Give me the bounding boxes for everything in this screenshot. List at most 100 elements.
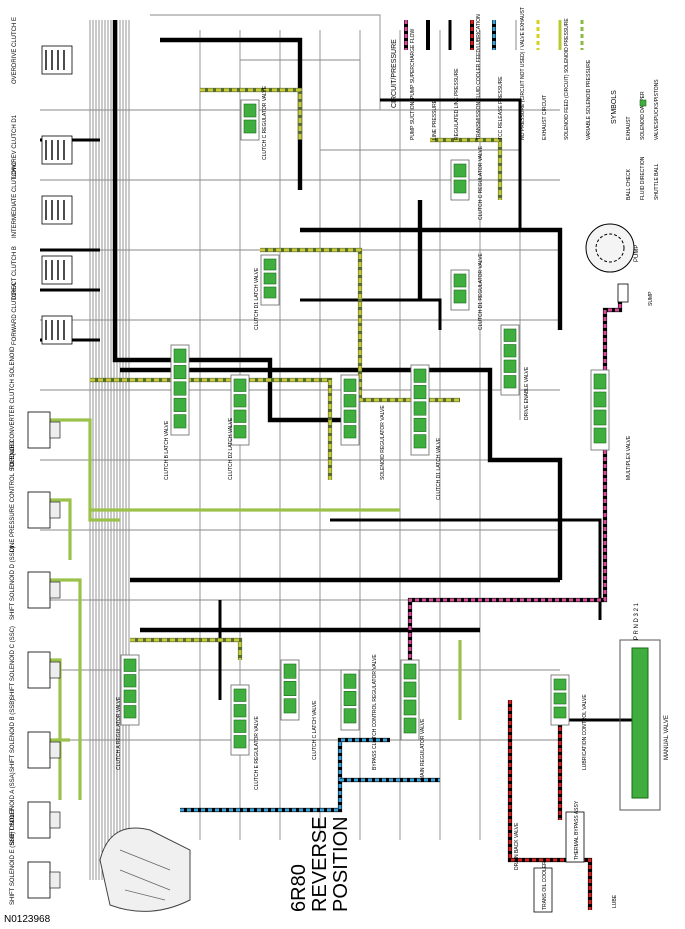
- clutch-box: [41, 45, 73, 75]
- valve-spool: [593, 373, 607, 390]
- valve-spool: [263, 272, 277, 285]
- cooler-label: TRANS OIL COOLER: [542, 861, 548, 910]
- circuit-line: [200, 88, 302, 140]
- drain-label: DRAIN BACK VALVE: [514, 822, 520, 870]
- solenoid-line-pressure: LINE PRESSURE CONTROL SOLENOID: [10, 440, 16, 552]
- valve-spool: [403, 663, 417, 680]
- valve-label: BYPASS CLUTCH CONTROL REGULATOR VALVE: [372, 654, 378, 770]
- circuit-line: [130, 638, 242, 660]
- valve-label: CLUTCH B LATCH VALVE: [164, 420, 170, 480]
- solenoid-ssa: SHIFT SOLENOID A (SSA): [10, 772, 16, 845]
- manual-positions: P R N D 3 2 1: [634, 602, 640, 640]
- valve-spool: [243, 103, 257, 118]
- valve-spool: [343, 673, 357, 689]
- valve-spool: [503, 344, 517, 358]
- symbol-label: EXHAUST: [626, 116, 632, 140]
- valve-spool: [233, 735, 247, 749]
- valve-label: DRIVE ENABLE VALVE: [524, 366, 530, 420]
- circuit-line: [300, 298, 442, 330]
- valve-spool: [233, 719, 247, 733]
- torque-converter: [99, 827, 191, 912]
- valve-bodies: [27, 45, 610, 899]
- valve-spool: [413, 368, 427, 383]
- pump: PUMP SUMP: [585, 223, 654, 306]
- valve-spool: [503, 375, 517, 389]
- valve-spool: [503, 328, 517, 342]
- valve-spool: [453, 163, 467, 178]
- symbol-label: VALVES/PUCKS/PISTONS: [654, 79, 660, 140]
- valve-spool: [263, 258, 277, 271]
- legend-label: SOLENOID FEED (CIRCUIT) SOLENOID PRESSUR…: [564, 18, 570, 140]
- circuit-line: [90, 378, 332, 480]
- valve-spool: [173, 397, 187, 412]
- legend-label: LINE PRESSURE: [432, 99, 438, 140]
- legend-label: NO PRESSURE (CIRCUIT NOT USED) / VALVE E…: [520, 7, 526, 140]
- circuit-line: [113, 20, 350, 422]
- valve-spool: [233, 394, 247, 408]
- solenoid-ssd: SHIFT SOLENOID D (SSD): [10, 546, 16, 620]
- circuit-line-outline: [160, 37, 303, 190]
- legend-item: VARIABLE SOLENOID PRESSURE: [580, 20, 592, 140]
- valve-spool: [173, 365, 187, 380]
- circuit-line: [300, 228, 562, 330]
- solenoid-box: [27, 571, 51, 609]
- valve-spool: [343, 409, 357, 423]
- symbol-label: BALL CHECK: [626, 168, 632, 200]
- valve-label: CLUTCH C LATCH VALVE: [312, 700, 318, 760]
- valve-spool: [283, 698, 297, 714]
- figure-id: N0123968: [4, 914, 51, 925]
- clutch-box: [41, 315, 73, 345]
- valve-spool: [123, 705, 137, 719]
- component-forward-clutch-a: FORWARD CLUTCH A: [12, 283, 18, 345]
- solenoid-box: [27, 861, 51, 899]
- circuit-line: [380, 98, 522, 230]
- valve-spool: [553, 678, 567, 691]
- valve-spool: [243, 119, 257, 134]
- legend-item: NO PRESSURE (CIRCUIT NOT USED) / VALVE E…: [515, 7, 526, 140]
- solenoid-box: [27, 731, 51, 769]
- legend-item: SOLENOID FEED (CIRCUIT) SOLENOID PRESSUR…: [558, 18, 570, 140]
- valve-spool: [413, 434, 427, 449]
- circuit-line: [160, 38, 302, 190]
- solenoid-box: [27, 411, 51, 449]
- valve-spool: [593, 409, 607, 426]
- thermal-label: THERMAL BYPASS ASSY: [574, 800, 580, 860]
- solenoid-box: [27, 801, 51, 839]
- valve-spool: [503, 359, 517, 373]
- legend-item: REGULATED LINE PRESSURE: [448, 20, 460, 140]
- symbols-title: SYMBOLS: [611, 90, 618, 124]
- solenoid-ssb: SHIFT SOLENOID B (SSB): [10, 699, 16, 772]
- valve-spool: [123, 689, 137, 703]
- circuit-line: [180, 738, 390, 812]
- cooler-assembly: TRANS OIL COOLER THERMAL BYPASS ASSY LUB…: [514, 800, 618, 913]
- circuit-line: [560, 718, 642, 770]
- component-lowrev-clutch-d1: LOW/REV CLUTCH D1: [12, 114, 18, 178]
- valve-spool: [453, 179, 467, 194]
- circuit-line-outline: [180, 737, 390, 813]
- valve-label: MULTIPLEX VALVE: [626, 435, 632, 480]
- legend-label: REGULATED LINE PRESSURE: [454, 68, 460, 140]
- legend: CIRCUIT/PRESSURE PUMP SUCTION/ PUMP SUPE…: [391, 7, 592, 140]
- valve-spool: [233, 378, 247, 392]
- valve-spool: [123, 658, 137, 672]
- solenoid-labels: TORQUE CONVERTER CLUTCH SOLENOID LINE PR…: [10, 346, 16, 905]
- valve-label: CLUTCH D2 LATCH VALVE: [228, 417, 234, 480]
- valve-spool: [403, 681, 417, 698]
- title-line-2: REVERSE: [309, 816, 331, 912]
- lube-label: LUBE: [612, 894, 618, 908]
- valve-spool: [343, 425, 357, 439]
- clutch-box: [41, 135, 73, 165]
- valve-label: CLUTCH D1 LATCH VALVE: [254, 267, 260, 330]
- valve-spool: [343, 378, 357, 392]
- circuit-line: [330, 518, 602, 620]
- symbol-label: SHUTTLE BALL: [654, 163, 660, 200]
- title-block: 6R80 REVERSE POSITION: [288, 816, 352, 912]
- legend-title: CIRCUIT/PRESSURE: [391, 39, 398, 108]
- legend-label: TRANSMISSION FLUID COOLER FEED/LUBRICATI…: [476, 14, 482, 140]
- valve-label: CLUTCH A REGULATOR VALVE: [116, 696, 122, 770]
- valve-spool: [453, 289, 467, 304]
- circuit-line: [408, 290, 622, 700]
- valve-label: MAIN REGULATOR VALVE: [420, 718, 426, 780]
- valve-spool: [123, 674, 137, 688]
